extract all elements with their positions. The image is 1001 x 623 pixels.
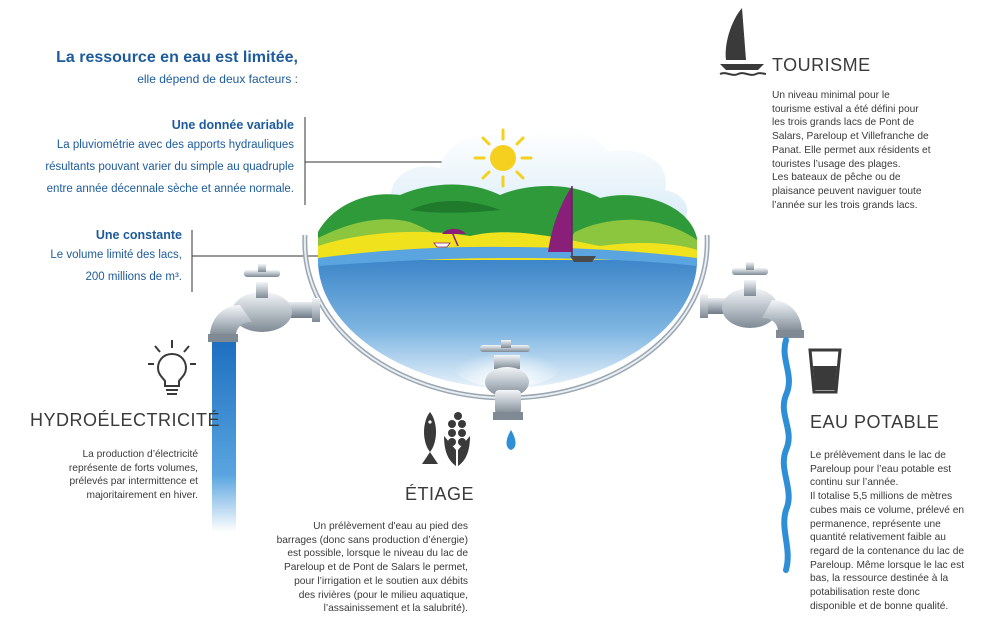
eau-potable-line: permanence, représente une — [810, 518, 941, 530]
tourisme-line: les trois grands lacs de Pont de — [772, 117, 915, 129]
factor-variable-line: résultants pouvant varier du simple au q… — [45, 161, 294, 173]
drinking-water-stream — [780, 337, 792, 573]
lake-sailboat — [548, 186, 596, 262]
tourisme-line: tourisme estival a été défini pour — [772, 103, 919, 115]
eau-potable-title: EAU POTABLE — [810, 412, 940, 432]
hydro-line: majoritairement en hiver. — [86, 490, 198, 502]
etiage-line: l’assainissement et la salubrité). — [323, 603, 468, 615]
factor-constant-line: Le volume limité des lacs, — [50, 249, 182, 261]
factor-variable-title: Une donnée variable — [171, 118, 294, 132]
tourisme-line: Salars, Pareloup et Villefranche de — [772, 131, 929, 143]
factor-variable-line: La pluviométrie avec des apports hydraul… — [56, 139, 294, 151]
eau-potable-line: Pareloup. Même lorsque le lac est — [810, 559, 965, 571]
factor-constant-text: Le volume limité des lacs, 200 millions … — [0, 244, 182, 288]
fish-corn-icon — [422, 412, 470, 466]
etiage-text: Un prélèvement d'eau au pied des barrage… — [232, 520, 468, 616]
intro-title: La ressource en eau est limitée, — [56, 49, 298, 66]
water-glass-icon — [808, 348, 842, 394]
eau-potable-line: disponible et de bonne qualité. — [810, 600, 949, 612]
eau-potable-line: Pareloup pour l’eau potable est — [810, 463, 952, 475]
etiage-line: Un prélèvement d'eau au pied des — [313, 521, 468, 532]
etiage-line: pour l’irrigation et le soutien aux débi… — [294, 575, 468, 587]
eau-potable-line: continu sur l’année. — [810, 477, 899, 489]
eau-potable-line: regard de la contenance du lac de — [810, 545, 965, 557]
tourisme-text: Un niveau minimal pour le tourisme estiv… — [772, 89, 992, 212]
lightbulb-icon — [148, 340, 196, 395]
factor-variable-text: La pluviométrie avec des apports hydraul… — [0, 134, 294, 200]
etiage-title: ÉTIAGE — [405, 484, 475, 504]
intro-subtitle: elle dépend de deux facteurs : — [137, 72, 298, 86]
etiage-line: est possible, lorsque le niveau du lac d… — [287, 548, 468, 560]
factor-variable-line: entre année décennale sèche et année nor… — [46, 183, 294, 195]
hydro-tap — [208, 264, 320, 342]
hydro-line: La production d’électricité — [82, 449, 198, 460]
eau-potable-line: Le prélèvement dans le lac de — [810, 450, 946, 461]
sailboat-icon — [719, 8, 767, 76]
eau-potable-line: potabilisation reste donc — [810, 587, 920, 599]
tourisme-line: touristes l’usage des plages. — [772, 158, 901, 170]
tourisme-title: TOURISME — [772, 55, 871, 75]
eau-potable-line: bas, la ressource destinée à la — [810, 573, 949, 585]
parasol-icon — [433, 228, 466, 248]
eau-potable-line: cubes mais ce volume, prélevé en — [810, 504, 965, 516]
eau-potable-text: Le prélèvement dans le lac de Pareloup p… — [810, 449, 998, 613]
tourisme-line: plaisance peuvent naviguer toute — [772, 185, 922, 197]
hydro-line: représente de forts volumes, — [68, 462, 198, 474]
etiage-line: Pareloup et de Pont de Salars le permet, — [283, 562, 468, 574]
tourisme-line: Les bateaux de pêche ou de — [772, 172, 901, 184]
etiage-line: barrages (donc sans production d’énergie… — [276, 534, 468, 546]
tourisme-line: l’année sur les trois grands lacs. — [772, 199, 918, 211]
hydro-stream — [212, 342, 236, 532]
tourisme-line: Un niveau minimal pour le — [772, 90, 890, 101]
hydro-title: HYDROÉLECTRICITÉ — [30, 410, 221, 430]
factor-constant-title: Une constante — [95, 228, 182, 242]
eau-potable-line: Il totalise 5,5 millions de mètres — [810, 491, 953, 503]
factor-constant-line: 200 millions de m³. — [85, 271, 182, 283]
hydro-line: prélevés par intermittence et — [69, 476, 198, 488]
etiage-line: des rivières (pour le milieu aquatique, — [298, 589, 468, 601]
drinking-water-tap — [700, 262, 804, 338]
sun-icon — [473, 128, 533, 188]
etiage-tap — [480, 340, 530, 450]
hydro-text: La production d’électricité représente d… — [30, 448, 198, 503]
tourisme-line: Panat. Elle permet aux résidents et — [772, 144, 931, 156]
eau-potable-line: quantité relativement faible au — [810, 532, 946, 544]
